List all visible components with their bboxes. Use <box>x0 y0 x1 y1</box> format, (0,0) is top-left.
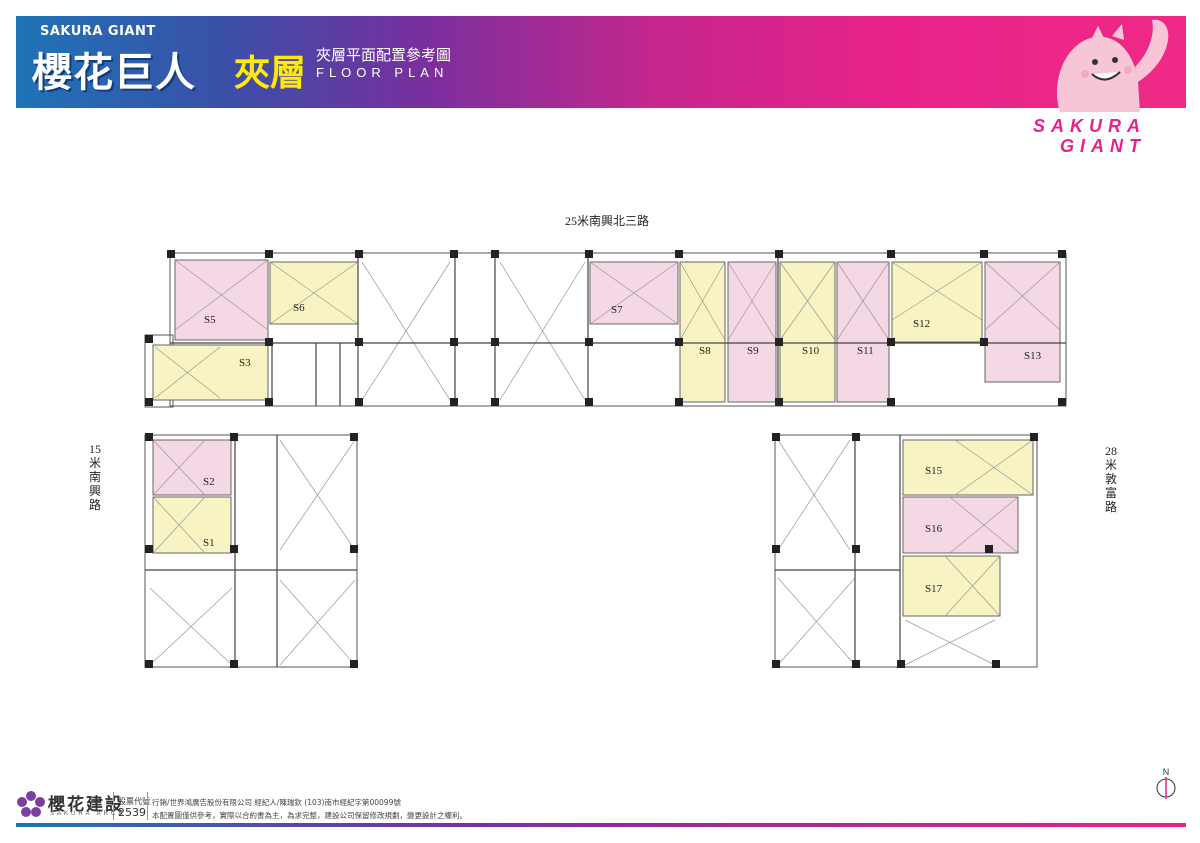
unit-s12 <box>891 261 983 343</box>
road-label-left: 15米南興路 <box>88 442 101 512</box>
unit-s17 <box>902 555 1001 617</box>
unit-s16 <box>902 496 1019 554</box>
unit-s5 <box>174 259 269 341</box>
units-left <box>152 439 232 554</box>
subtitle-chinese: 夾層平面配置參考圖 <box>316 46 452 64</box>
label-s15: S15 <box>925 465 943 477</box>
unit-s1 <box>152 496 232 554</box>
company-name-en: SAKURA ARCH <box>50 811 126 817</box>
legal-text-2: 本配置圖僅供參考，實際以合約書為主，為求完整，建設公司保留修改規劃，變更設計之權… <box>152 811 467 820</box>
label-s12: S12 <box>913 318 930 330</box>
label-s1: S1 <box>203 537 215 549</box>
road-label-right: 28米敦富路 <box>1104 444 1117 514</box>
footer-gradient-line <box>16 823 1186 827</box>
label-s13: S13 <box>1024 350 1042 362</box>
unit-s3 <box>152 344 269 401</box>
unit-s11 <box>836 261 890 403</box>
label-s11: S11 <box>857 345 874 357</box>
units-right <box>902 439 1034 617</box>
compass-icon <box>1156 777 1176 799</box>
label-s6: S6 <box>293 302 305 314</box>
legal-text-1: 行銷/世界鴻廣告股份有限公司 經紀人/陳瑞欽 (103)南市經紀字第00099號 <box>152 798 401 807</box>
stock-code: 2539 <box>118 806 146 819</box>
header-banner <box>16 16 1186 108</box>
sakura-giant-logo: SAKURA GIANT <box>1032 116 1146 156</box>
unit-s13 <box>984 261 1061 383</box>
label-s9: S9 <box>747 345 759 357</box>
unit-s10 <box>779 261 836 403</box>
company-name-cn: 櫻花建設 <box>48 795 124 815</box>
label-s2: S2 <box>203 476 215 488</box>
floor-title: 夾層 <box>234 53 307 94</box>
stock-label: 股票代號 <box>118 797 150 806</box>
label-s10: S10 <box>802 345 820 357</box>
north-letter: N <box>1162 767 1170 777</box>
brand-chinese-name: 櫻花巨人 <box>32 50 196 96</box>
north-arrow: N <box>1155 767 1177 803</box>
label-s16: S16 <box>925 523 943 535</box>
top-wing-outline <box>169 252 1067 407</box>
label-s3: S3 <box>239 357 251 369</box>
brand-english-name: SAKURA GIANT <box>40 24 156 39</box>
unit-s9 <box>727 261 777 403</box>
unit-s8 <box>679 261 726 403</box>
label-s5: S5 <box>204 314 216 326</box>
road-label-top: 25米南興北三路 <box>565 214 650 228</box>
sakura-flower-icon <box>17 791 45 817</box>
footer-divider <box>113 792 114 820</box>
unit-s2 <box>152 439 232 496</box>
unit-s15 <box>902 439 1034 496</box>
subtitle-english: FLOOR PLAN <box>316 65 449 80</box>
label-s17: S17 <box>925 583 943 595</box>
label-s8: S8 <box>699 345 711 357</box>
mascot-icon <box>1056 19 1169 112</box>
label-s7: S7 <box>611 304 623 316</box>
units-top <box>152 259 1061 403</box>
footer-divider-2 <box>147 792 148 820</box>
